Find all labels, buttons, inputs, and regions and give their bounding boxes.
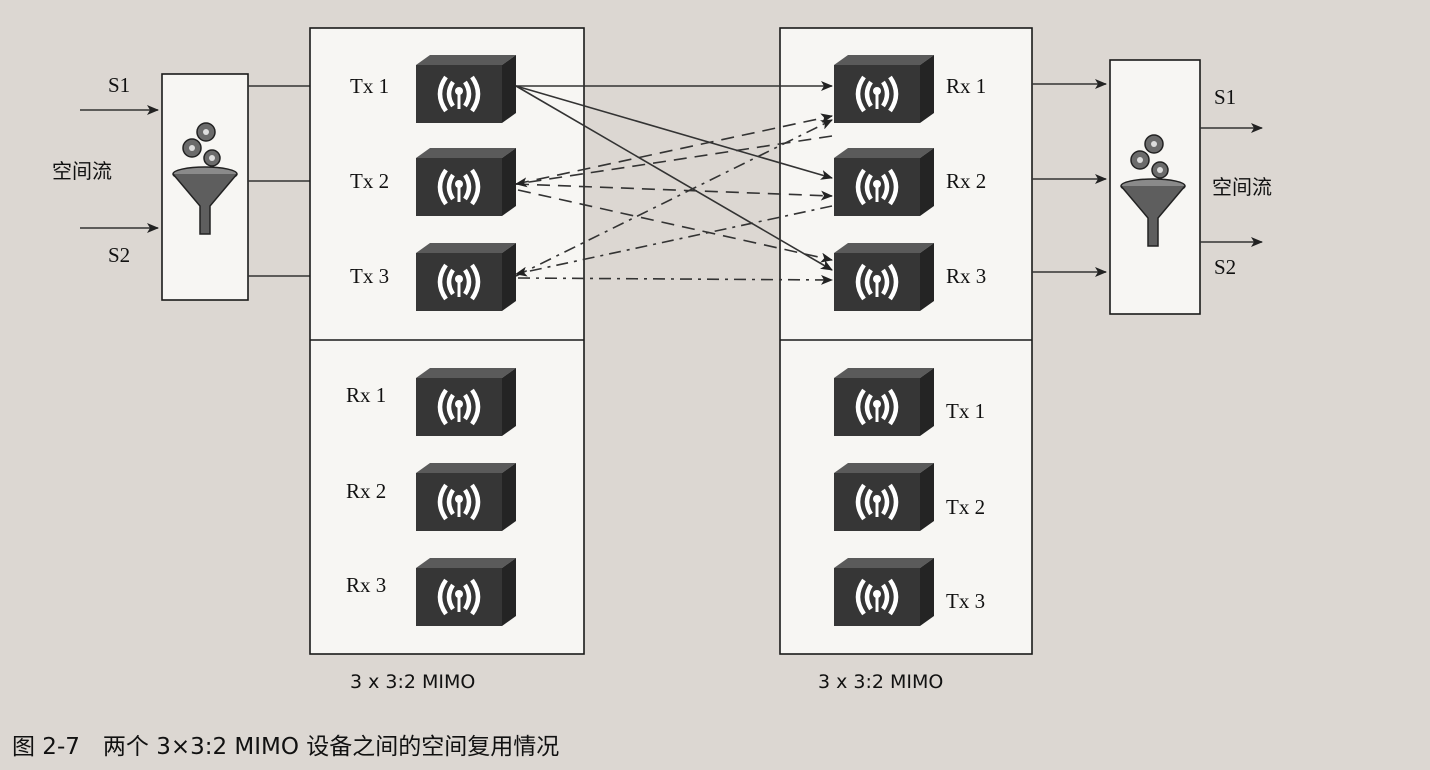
left-rx3-label: Rx 3: [346, 573, 386, 597]
s1-label-right: S1: [1214, 85, 1236, 109]
path-tx2-rx2: [515, 183, 833, 201]
left-tx1-antenna-icon: [416, 55, 516, 123]
right-device-box: [779, 27, 1033, 655]
left-device: Tx 1 Tx 2 Tx 3 Rx 1 Rx 2 Rx 3 3 x 3:2 MI…: [309, 27, 585, 693]
right-tx2-antenna-icon: [834, 463, 934, 531]
left-device-footer: 3 x 3:2 MIMO: [350, 671, 475, 693]
s2-label-right: S2: [1214, 255, 1236, 279]
left-rx1-antenna-icon: [416, 368, 516, 436]
left-rx3-antenna-icon: [416, 558, 516, 626]
figure-caption: 图 2-7 两个 3×3:2 MIMO 设备之间的空间复用情况: [12, 734, 559, 760]
right-rx3-label: Rx 3: [946, 264, 986, 288]
path-tx2-rx3: [517, 189, 833, 263]
path-tx3-rx3: [517, 274, 833, 285]
path-tx1-rx2: [515, 85, 833, 180]
left-tx3-antenna-icon: [416, 243, 516, 311]
left-tx1-label: Tx 1: [350, 74, 389, 98]
path-tx2-rx1: [515, 113, 833, 185]
left-rx1-label: Rx 1: [346, 383, 386, 407]
left-tx2-antenna-icon: [416, 148, 516, 216]
left-tx2-label: Tx 2: [350, 169, 389, 193]
left-tx3-label: Tx 3: [350, 264, 389, 288]
spatial-stream-label-left: 空间流: [52, 159, 112, 183]
s1-label-left: S1: [108, 73, 130, 97]
signal-paths: [515, 81, 833, 285]
left-device-box: [309, 27, 585, 655]
right-device-footer: 3 x 3:2 MIMO: [818, 671, 943, 693]
spatial-stream-label-right: 空间流: [1212, 175, 1272, 199]
right-rx2-antenna-icon: [834, 148, 934, 216]
right-rx3-antenna-icon: [834, 243, 934, 311]
right-rx1-antenna-icon: [834, 55, 934, 123]
right-rx1-label: Rx 1: [946, 74, 986, 98]
right-tx1-antenna-icon: [834, 368, 934, 436]
s2-label-left: S2: [108, 243, 130, 267]
right-rx2-label: Rx 2: [946, 169, 986, 193]
path-rx1-tx2: [515, 135, 833, 188]
path-tx1-rx3: [515, 85, 833, 271]
right-tx3-label: Tx 3: [946, 589, 985, 613]
right-device: Rx 1 Rx 2 Rx 3 Tx 1 Tx 2 Tx 3 3 x 3:2 MI…: [779, 27, 1033, 693]
right-tx2-label: Tx 2: [946, 495, 985, 519]
left-rx2-label: Rx 2: [346, 479, 386, 503]
left-mux: S1 空间流 S2: [52, 73, 331, 301]
right-tx3-antenna-icon: [834, 558, 934, 626]
right-tx1-label: Tx 1: [946, 399, 985, 423]
path-tx3-rx1: [515, 119, 833, 277]
right-demux: S1 空间流 S2: [1032, 59, 1272, 315]
left-rx2-antenna-icon: [416, 463, 516, 531]
